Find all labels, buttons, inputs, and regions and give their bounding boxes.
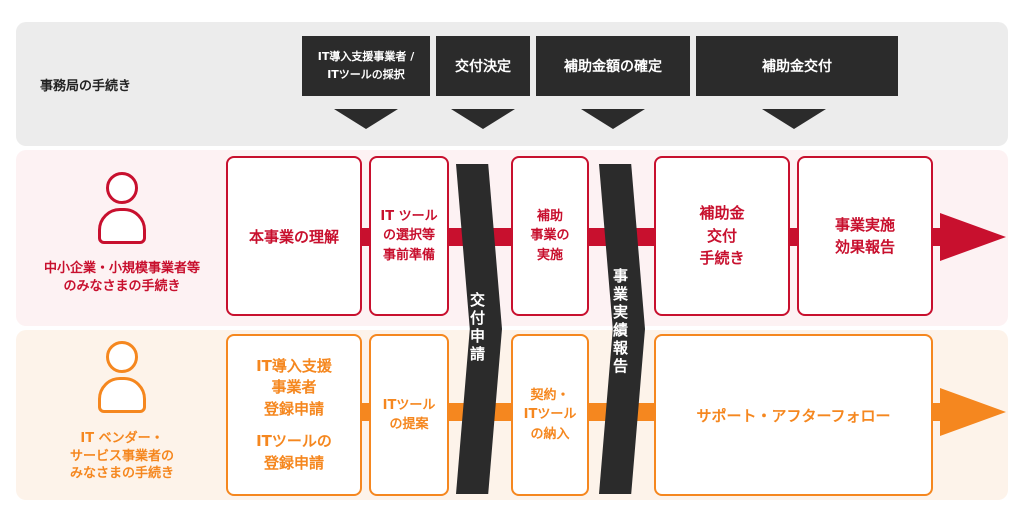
card-tool-proposal: ITツール の提案 xyxy=(369,334,449,496)
card-tool-selection: IT ツール の選択等 事前準備 xyxy=(369,156,449,316)
step-adoption-line2: ITツールの採択 xyxy=(327,68,405,81)
vendor-registration-text: IT導入支援 事業者 登録申請 xyxy=(256,356,332,419)
card-subsidy-procedure: 補助金 交付 手続き xyxy=(654,156,790,316)
step-amount-confirmation: 補助金額の確定 xyxy=(536,36,690,96)
card-understand-program: 本事業の理解 xyxy=(226,156,362,316)
chevron-grant-application-label: 交付申請 xyxy=(468,292,486,364)
step-adoption: IT導入支援事業者 / ITツールの採択 xyxy=(302,36,430,96)
vendor-flow-arrowhead xyxy=(940,388,1006,436)
vendor-procedures-label: IT ベンダー・ サービス事業者の みなさまの手続き xyxy=(69,431,174,482)
card-registration: IT導入支援 事業者 登録申請 ITツールの 登録申請 xyxy=(226,334,362,496)
card-contract-delivery: 契約・ ITツール の納入 xyxy=(511,334,589,496)
sme-procedures-label: 中小企業・小規模事業者等 のみなさまの手続き xyxy=(43,261,200,294)
down-arrow-subsidy-payment xyxy=(762,109,826,129)
office-procedures-label: 事務局の手続き xyxy=(40,79,132,94)
card-effect-report: 事業実施 効果報告 xyxy=(797,156,933,316)
sme-flow-arrowhead xyxy=(940,213,1006,261)
sme-person-icon xyxy=(98,172,146,244)
chevron-result-report-label: 事業実績報告 xyxy=(611,268,629,376)
step-adoption-line1: IT導入支援事業者 / xyxy=(317,50,415,64)
step-grant-decision: 交付決定 xyxy=(436,36,530,96)
card-project-execution: 補助 事業の 実施 xyxy=(511,156,589,316)
vendor-person-icon xyxy=(98,341,146,413)
step-subsidy-payment: 補助金交付 xyxy=(696,36,898,96)
tool-registration-text: ITツールの 登録申請 xyxy=(256,431,332,472)
down-arrow-grant-decision xyxy=(451,109,515,129)
down-arrow-amount-confirmation xyxy=(581,109,645,129)
card-support-followup: サポート・アフターフォロー xyxy=(654,334,933,496)
down-arrow-adoption xyxy=(334,109,398,129)
